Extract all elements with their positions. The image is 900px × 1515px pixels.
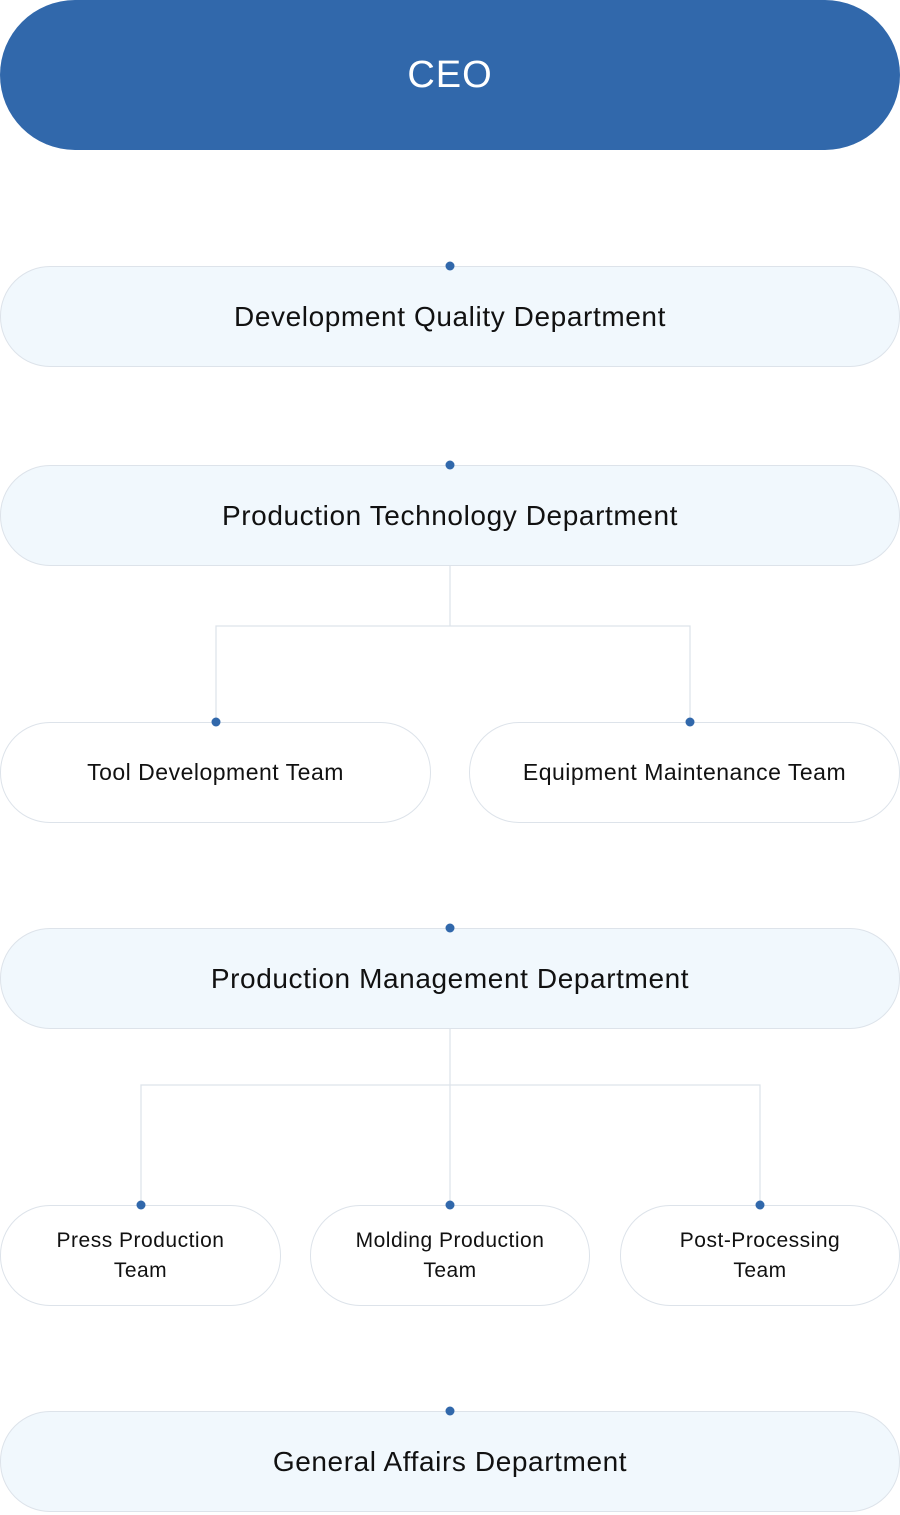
dept-production-technology: Production Technology Department	[0, 465, 900, 566]
team-molding-production: Molding Production Team	[310, 1205, 590, 1306]
connector-dot	[445, 460, 455, 470]
connector-dot	[136, 1200, 146, 1210]
dept-production-technology-label: Production Technology Department	[221, 499, 679, 531]
ceo-label: CEO	[407, 53, 493, 96]
connector-dot	[445, 1406, 455, 1416]
team-tool-development-label: Tool Development Team	[87, 759, 344, 785]
dept-development-quality-label: Development Quality Department	[234, 300, 666, 332]
dept-production-management: Production Management Department	[0, 928, 900, 1029]
ceo-node: CEO	[0, 0, 900, 150]
team-equipment-maintenance: Equipment Maintenance Team	[469, 722, 900, 823]
connector-dot	[211, 717, 221, 727]
dept-production-management-label: Production Management Department	[210, 962, 690, 994]
connector-dot	[755, 1200, 765, 1210]
team-post-processing: Post-Processing Team	[620, 1205, 900, 1306]
connector-prodtech-branch	[215, 625, 691, 722]
dept-development-quality: Development Quality Department	[0, 266, 900, 367]
connector-dot	[445, 1200, 455, 1210]
team-press-production-label: Press Production Team	[56, 1228, 225, 1282]
connector-dot	[445, 261, 455, 271]
connector-dot	[685, 717, 695, 727]
dept-general-affairs: General Affairs Department	[0, 1411, 900, 1512]
dept-general-affairs-label: General Affairs Department	[272, 1445, 628, 1477]
team-press-production: Press Production Team	[0, 1205, 281, 1306]
team-tool-development: Tool Development Team	[0, 722, 431, 823]
team-molding-production-label: Molding Production Team	[355, 1228, 545, 1282]
connector-dot	[445, 923, 455, 933]
team-equipment-maintenance-label: Equipment Maintenance Team	[522, 759, 847, 785]
connector-prodmgmt-branch	[140, 1084, 761, 1205]
team-post-processing-label: Post-Processing Team	[679, 1228, 841, 1282]
